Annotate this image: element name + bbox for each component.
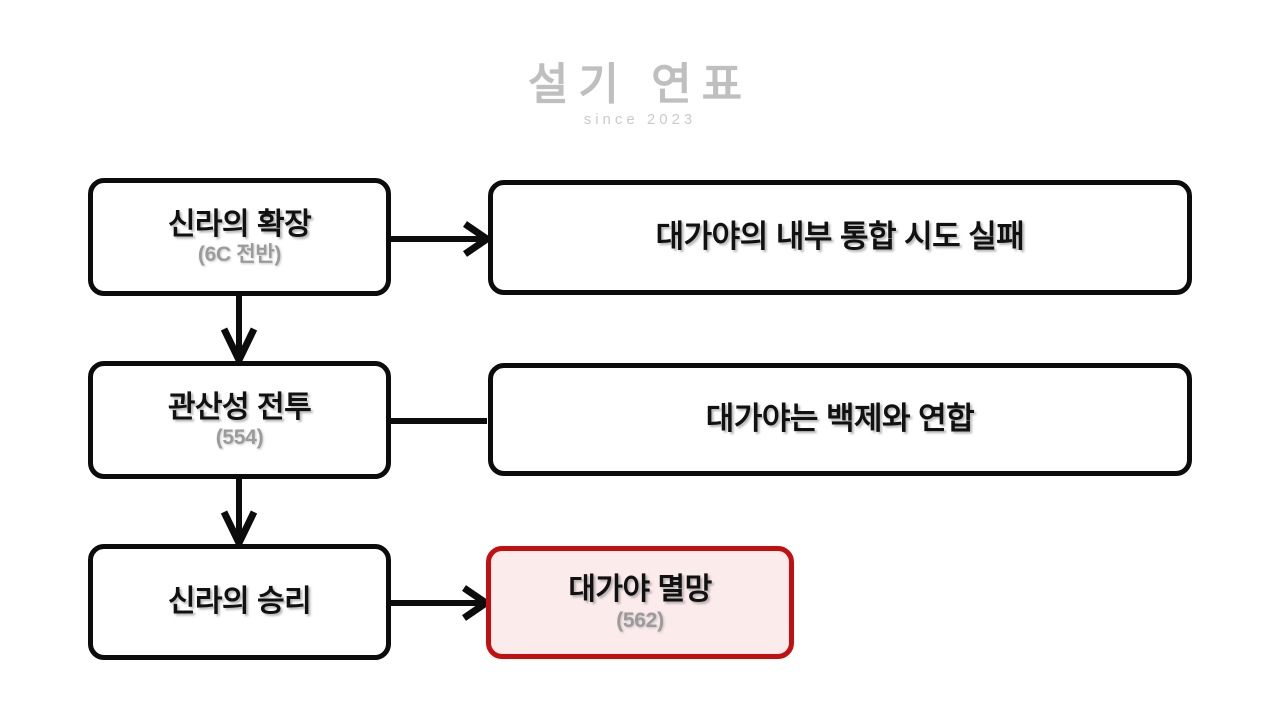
edge-n5-to-n6 [391, 585, 493, 621]
edge-n1-to-n2 [391, 221, 494, 257]
node-title: 대가야의 내부 통합 시도 실패 [655, 219, 1025, 255]
node-daegaya-integration-failure[interactable]: 대가야의 내부 통합 시도 실패 [488, 180, 1192, 295]
edge-n1-to-n3 [220, 296, 258, 369]
node-title: 관산성 전투 [167, 390, 312, 424]
node-silla-expansion[interactable]: 신라의 확장 (6C 전반) [88, 178, 391, 296]
node-silla-victory[interactable]: 신라의 승리 [88, 544, 391, 660]
watermark-title: 설기 연표 [527, 60, 753, 109]
node-title: 대가야 멸망 [568, 573, 712, 607]
node-subtitle: (6C 전반) [197, 243, 282, 267]
node-daegaya-baekje-alliance[interactable]: 대가야는 백제와 연합 [488, 363, 1192, 476]
watermark-subtitle: since 2023 [583, 111, 697, 129]
node-subtitle: (562) [616, 608, 664, 632]
edge-n3-to-n5 [220, 479, 258, 552]
node-title: 대가야는 백제와 연합 [705, 401, 975, 437]
node-title: 신라의 확장 [167, 207, 312, 241]
node-gwansanseong-battle[interactable]: 관산성 전투 (554) [88, 361, 391, 479]
node-daegaya-fall[interactable]: 대가야 멸망 (562) [486, 546, 794, 659]
node-subtitle: (554) [215, 426, 264, 450]
node-title: 신라의 승리 [167, 585, 312, 619]
watermark: 설기 연표 since 2023 [0, 60, 1280, 129]
